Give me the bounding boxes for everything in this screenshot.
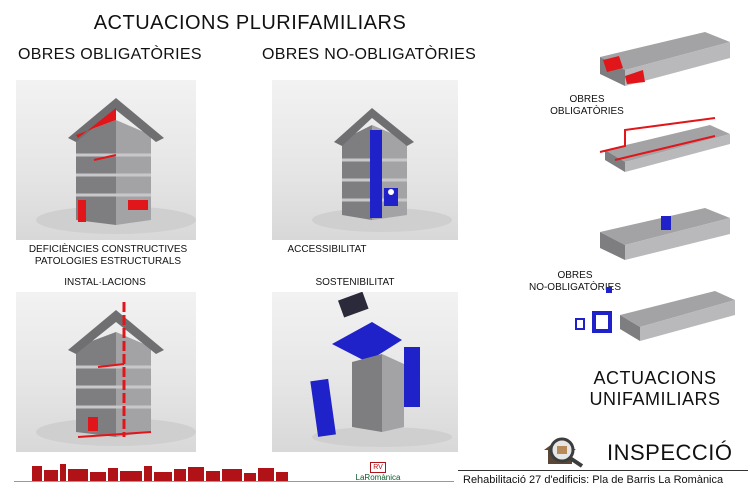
building-deficiencies-illustration [36,98,196,234]
heading-no-obligatories: OBRES NO-OBLIGATÒRIES [262,46,477,63]
label-unifamiliars-line2: UNIFAMILIARS [589,389,721,409]
label-actuacions-unifamiliars: ACTUACIONS UNIFAMILIARS [570,368,740,410]
label-right-no-obligatories: OBRES NO-OBLIGATÒRIES [500,270,650,294]
unifam-no-obligatories-access [595,200,735,265]
label-right-no-obligatories-line1: OBRES [557,270,593,281]
building-installacions-illustration [36,302,196,446]
building-sostenibilitat-illustration [310,292,452,447]
page-title: ACTUACIONS PLURIFAMILIARS [93,12,407,34]
panel-accessibilitat [272,80,458,240]
label-right-obligatories-line2: OBLIGATÒRIES [550,106,624,117]
wheelchair-icon [661,216,671,230]
footer-logo: RV LaRomànica [352,462,404,484]
footer-divider [458,470,748,471]
unifam-no-obligatories-windows [570,285,740,345]
label-right-obligatories: OBRES OBLIGATÒRIES [512,94,662,118]
caption-sostenibilitat: SOSTENIBILITAT [315,277,395,288]
label-right-no-obligatories-line2: NO-OBLIGATÒRIES [528,282,622,293]
solar-panel [337,292,369,318]
wheelchair-icon [388,189,394,195]
caption-deficiencies-line2: PATOLOGIES ESTRUCTURALS [34,256,182,267]
caption-deficiencies: DEFICIÈNCIES CONSTRUCTIVES PATOLOGIES ES… [8,244,208,268]
caption-accessibilitat: ACCESSIBILITAT [287,244,367,255]
magnifier-house-icon [538,432,588,470]
unifam-obligatories-top [595,22,735,92]
label-unifamiliars-line1: ACTUACIONS [593,368,717,388]
label-right-obligatories-line1: OBRES [569,94,605,105]
panel-deficiencies [16,80,196,240]
caption-deficiencies-line1: DEFICIÈNCIES CONSTRUCTIVES [28,244,188,255]
unifam-obligatories-pipes [595,110,735,180]
footer-caption: Rehabilitació 27 d'edificis: Pla de Barr… [463,474,724,486]
heading-obligatories: OBRES OBLIGATÒRIES [18,46,202,63]
panel-sostenibilitat [272,292,458,452]
label-inspeccio: INSPECCIÓ [607,440,733,465]
panel-installacions [16,292,196,452]
caption-installacions: INSTAL·LACIONS [64,277,146,288]
logo-text: LaRomànica [355,473,401,482]
building-accessibilitat-illustration [312,108,452,232]
logo-mark-icon: RV [370,462,386,473]
footer-skyline [14,460,454,482]
